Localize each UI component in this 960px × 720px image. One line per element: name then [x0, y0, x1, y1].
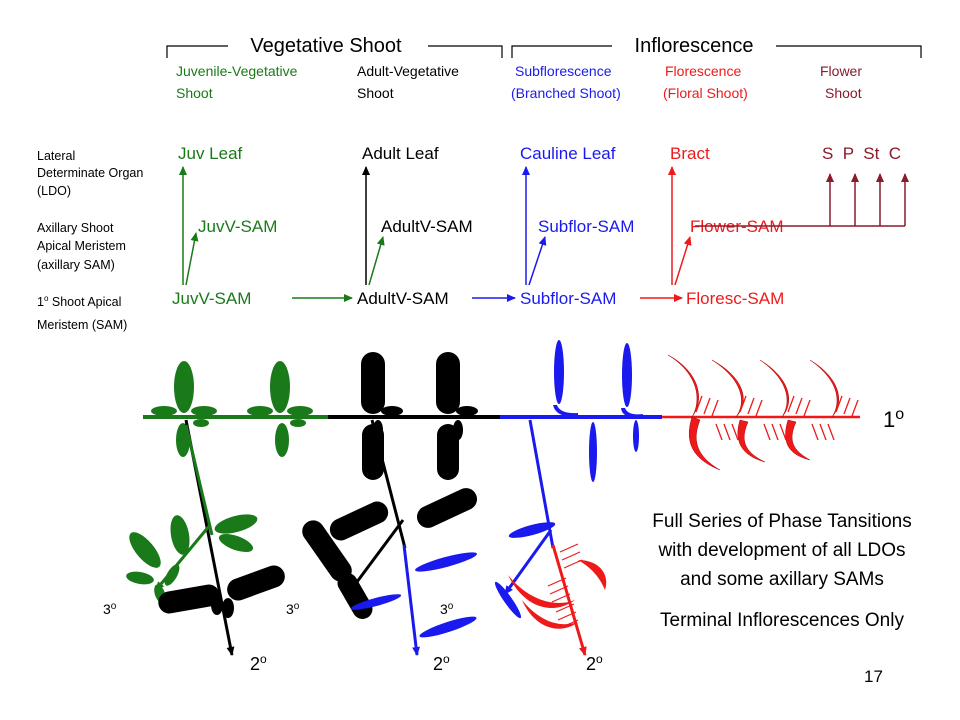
caption-line1: Full Series of Phase Tansitions	[652, 511, 911, 532]
page-number: 17	[864, 667, 883, 686]
primary-sam-label-line2: Meristem (SAM)	[37, 318, 127, 332]
arrow-subflor-to-axillary	[528, 236, 547, 286]
primary-adultv-sam: AdultV-SAM	[357, 289, 449, 308]
primary-sam-labels: JuvV-SAM AdultV-SAM Subflor-SAM Floresc-…	[172, 289, 784, 308]
primary-axis-label: 1o	[883, 406, 904, 432]
caption-line2: with development of all LDOs	[657, 540, 905, 561]
axillary-label-line3: (axillary SAM)	[37, 258, 115, 272]
secondary-label-1: 2o	[250, 652, 267, 674]
arrow-adult-to-axillary	[368, 236, 385, 286]
caption-line4: Terminal Inflorescences Only	[660, 610, 904, 631]
axillary-sam-labels: JuvV-SAM AdultV-SAM Subflor-SAM Flower-S…	[198, 217, 784, 236]
ldo-bract: Bract	[670, 144, 710, 163]
ldo-juv-leaf: Juv Leaf	[178, 144, 243, 163]
phase-subflorescence-line2: (Branched Shoot)	[511, 85, 621, 101]
tertiary-label-1: 3o	[103, 601, 117, 617]
axillary-juvv-sam: JuvV-SAM	[198, 217, 277, 236]
bracts-primary	[667, 354, 839, 471]
cauline-leaves	[553, 340, 643, 482]
phase-juvenile-line1: Juvenile-Vegetative	[176, 63, 298, 79]
tertiary-label-2: 3o	[286, 601, 300, 617]
axillary-adultv-sam: AdultV-SAM	[381, 217, 473, 236]
ldo-labels: Juv Leaf Adult Leaf Cauline Leaf Bract S…	[178, 144, 901, 163]
bract-ticks	[695, 395, 859, 441]
phase-adult-line2: Shoot	[357, 85, 394, 101]
axillary-label-line2: Apical Meristem	[37, 239, 126, 253]
adult-secondary-shoot	[302, 419, 478, 656]
primary-juvv-sam: JuvV-SAM	[172, 289, 251, 308]
juvenile-leaves	[151, 361, 313, 457]
primary-sam-label-line1: 1o Shoot Apical	[37, 294, 121, 309]
subflor-secondary-shoot	[494, 419, 607, 656]
axillary-subflor-sam: Subflor-SAM	[538, 217, 634, 236]
axis-order-labels: 2o 2o 2o 3o 3o 3o	[103, 601, 603, 674]
juvenile-secondary-shoot	[126, 419, 285, 656]
phase-flower-line2: Shoot	[825, 85, 862, 101]
ldo-label-line3: (LDO)	[37, 184, 71, 198]
phase-names: Juvenile-Vegetative Shoot Adult-Vegetati…	[176, 63, 862, 101]
arrow-floresc-to-axillary	[674, 236, 692, 286]
transition-arrows	[179, 166, 909, 302]
secondary-label-3: 2o	[586, 652, 603, 674]
phase-florescence-line1: Florescence	[665, 63, 741, 79]
ldo-adult-leaf: Adult Leaf	[362, 144, 439, 163]
row-labels: Lateral Determinate Organ (LDO) Axillary…	[37, 149, 143, 332]
primary-floresc-sam: Floresc-SAM	[686, 289, 784, 308]
axillary-label-line1: Axillary Shoot	[37, 221, 114, 235]
phase-juvenile-line2: Shoot	[176, 85, 213, 101]
ldo-label-line1: Lateral	[37, 149, 75, 163]
primary-subflor-sam: Subflor-SAM	[520, 289, 616, 308]
vegetative-shoot-heading: Vegetative Shoot	[250, 35, 402, 57]
phase-florescence-line2: (Floral Shoot)	[663, 85, 748, 101]
header-brackets	[166, 45, 922, 58]
ldo-label-line2: Determinate Organ	[37, 166, 143, 180]
phase-subflorescence-line1: Subflorescence	[515, 63, 612, 79]
ldo-cauline-leaf: Cauline Leaf	[520, 144, 616, 163]
arrow-juv-to-axillary	[185, 232, 199, 286]
caption-line3: and some axillary SAMs	[680, 569, 884, 590]
caption: Full Series of Phase Tansitions with dev…	[652, 511, 911, 631]
ldo-flower-organs: S P St C	[822, 144, 901, 163]
tertiary-label-3: 3o	[440, 601, 454, 617]
inflorescence-heading: Inflorescence	[635, 35, 754, 57]
phase-flower-line1: Flower	[820, 63, 862, 79]
phase-adult-line1: Adult-Vegetative	[357, 63, 459, 79]
adult-leaves	[361, 352, 478, 480]
secondary-label-2: 2o	[433, 652, 450, 674]
